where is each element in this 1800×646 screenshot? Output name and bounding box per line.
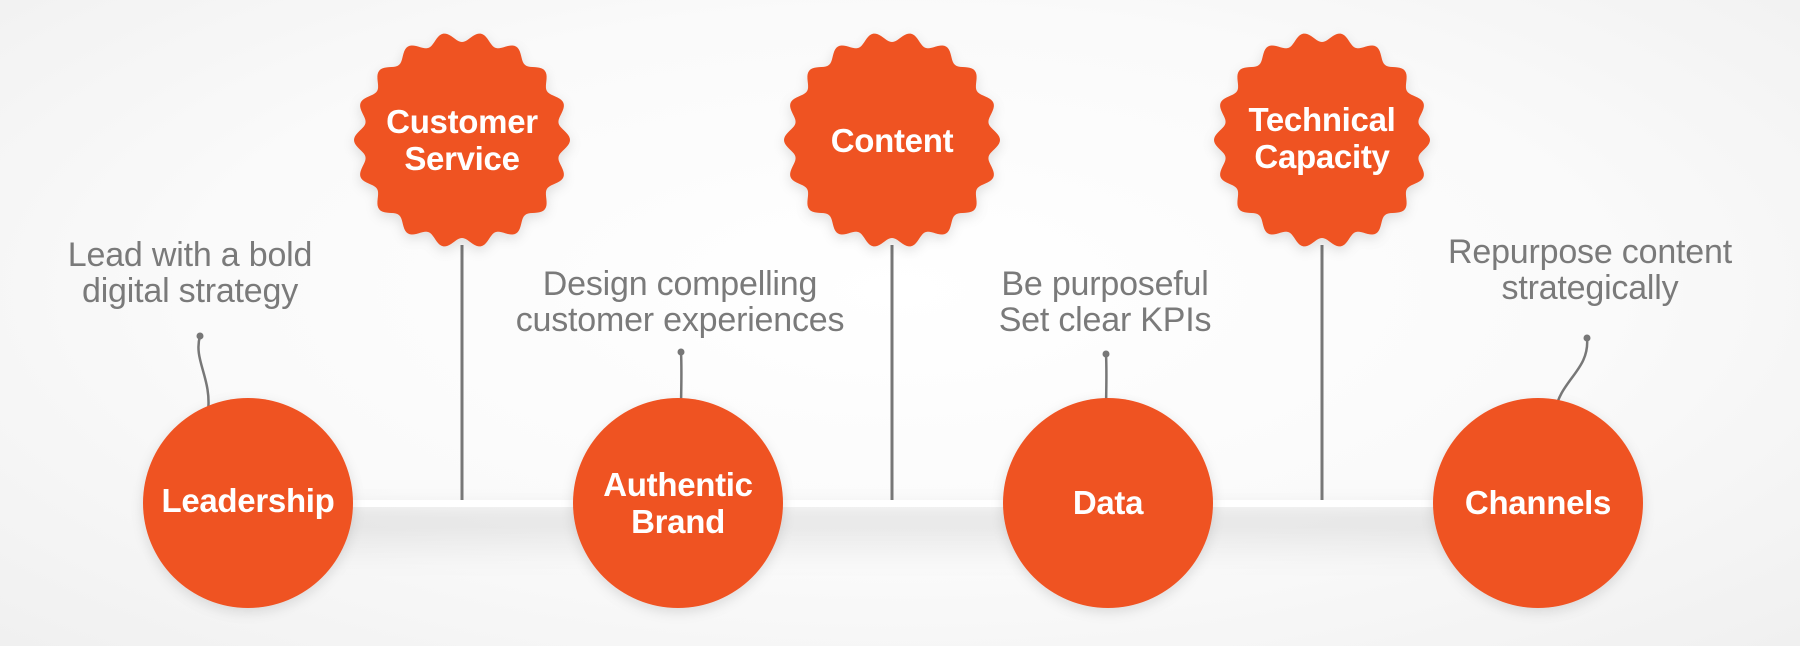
connector-leadership (197, 334, 210, 414)
label-leadership: Leadership (161, 482, 335, 519)
node-leadership (143, 398, 353, 608)
badges (354, 33, 1430, 247)
label-content: Content (830, 122, 954, 159)
node-technical-capacity (1214, 33, 1430, 247)
circles (143, 398, 1643, 608)
label-data: Data (1072, 484, 1144, 521)
connector-channels-dot (1583, 334, 1591, 342)
timeline-bar (240, 500, 1590, 507)
timeline-shadow (240, 508, 1590, 568)
node-content (784, 33, 1000, 247)
connector-authentic-brand-dot (677, 348, 685, 356)
node-data (1003, 398, 1213, 608)
connector-leadership-dot (196, 332, 204, 340)
node-customer-service (354, 33, 570, 247)
node-authentic-brand (573, 398, 783, 608)
stems (460, 245, 1324, 500)
label-channels: Channels (1464, 484, 1612, 521)
connector-data-dot (1102, 350, 1110, 358)
node-channels (1433, 398, 1643, 608)
